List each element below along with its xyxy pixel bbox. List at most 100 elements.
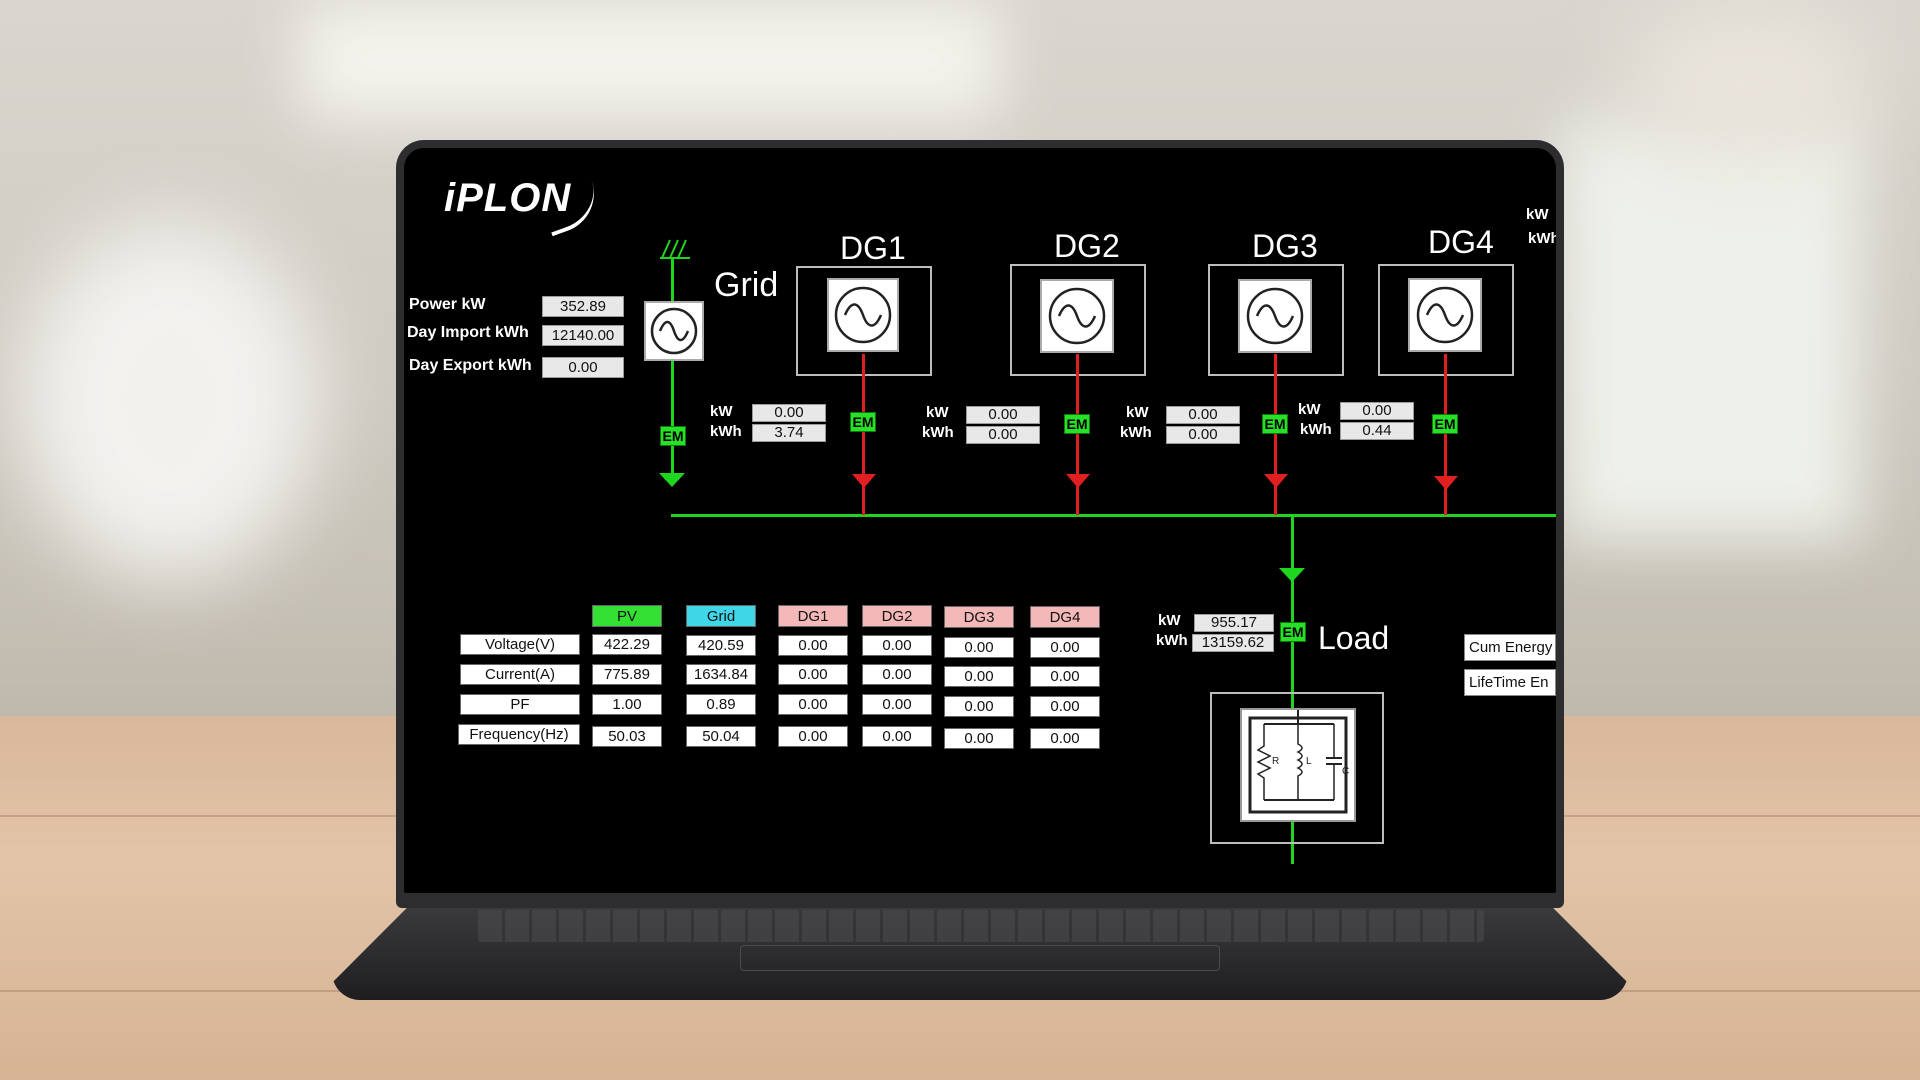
rlc-label-l: L — [1306, 756, 1312, 767]
col-header-dg3: DG3 — [944, 606, 1014, 628]
table-cell: 0.00 — [944, 666, 1014, 687]
table-cell: 0.00 — [1030, 696, 1100, 717]
dg3-kwh-label: kWh — [1120, 424, 1152, 441]
grid-tower-icon — [660, 239, 690, 259]
grid-title: Grid — [714, 266, 779, 304]
lifetime-energy-button[interactable]: LifeTime En — [1464, 669, 1556, 696]
background-blur — [20, 220, 320, 580]
grid-feeder-line — [671, 258, 674, 474]
dg4-kw-value: 0.00 — [1340, 402, 1414, 420]
grid-export-label: Day Export kWh — [409, 357, 532, 374]
table-cell: 50.03 — [592, 726, 662, 747]
dg2-kwh-value: 0.00 — [966, 426, 1040, 444]
dg2-kw-value: 0.00 — [966, 406, 1040, 424]
dg1-generator-symbol — [827, 278, 899, 352]
load-frame — [1210, 692, 1384, 844]
dg2-title: DG2 — [1054, 228, 1120, 264]
dg4-kwh-value: 0.44 — [1340, 422, 1414, 440]
dg4-title: DG4 — [1428, 224, 1494, 260]
table-cell: 0.00 — [862, 694, 932, 715]
laptop-keyboard — [478, 910, 1484, 942]
table-cell: 0.00 — [778, 664, 848, 685]
ac-source-icon — [834, 286, 892, 344]
dg3-feeder-line — [1274, 354, 1277, 515]
row-label-frequency: Frequency(Hz) — [458, 724, 580, 745]
col-header-grid: Grid — [686, 605, 756, 627]
scada-screen: iPLON Power kW Day Import kWh Day Export… — [404, 148, 1556, 893]
table-cell: 0.89 — [686, 694, 756, 715]
dg3-kw-value: 0.00 — [1166, 406, 1240, 424]
dg1-feeder-line — [862, 354, 865, 515]
table-cell: 0.00 — [944, 728, 1014, 749]
table-cell: 0.00 — [778, 726, 848, 747]
rlc-load-symbol: R L C — [1240, 708, 1356, 822]
table-cell: 422.29 — [592, 634, 662, 655]
dg2-generator-symbol — [1040, 279, 1114, 353]
main-busbar — [671, 514, 1556, 517]
table-cell: 1.00 — [592, 694, 662, 715]
rlc-label-r: R — [1272, 756, 1280, 767]
background-blur — [1620, 0, 1880, 160]
edge-kw-label: kW — [1526, 206, 1549, 223]
table-cell: 0.00 — [778, 635, 848, 656]
grid-import-value: 12140.00 — [542, 325, 624, 346]
grid-source-symbol — [644, 301, 704, 361]
dg1-kwh-label: kWh — [710, 423, 742, 440]
cum-energy-button[interactable]: Cum Energy — [1464, 634, 1556, 661]
background-window — [300, 0, 1000, 120]
row-label-pf: PF — [460, 694, 580, 715]
dg2-direction-arrow — [1066, 474, 1090, 488]
dg4-direction-arrow — [1434, 476, 1458, 490]
load-kwh-label: kWh — [1156, 632, 1188, 649]
table-cell: 0.00 — [862, 635, 932, 656]
background-window — [1560, 120, 1860, 540]
load-kwh-value: 13159.62 — [1192, 634, 1274, 652]
table-cell: 0.00 — [862, 726, 932, 747]
dg1-kwh-value: 3.74 — [752, 424, 826, 442]
dg1-direction-arrow — [852, 474, 876, 488]
rlc-label-c: C — [1342, 766, 1350, 777]
load-title: Load — [1318, 620, 1390, 656]
edge-kwh-label: kWh — [1528, 230, 1556, 247]
ac-source-icon — [1246, 287, 1304, 345]
dg3-energy-meter: EM — [1262, 414, 1288, 434]
table-cell: 1634.84 — [686, 664, 756, 685]
dg1-kw-label: kW — [710, 403, 733, 420]
table-cell: 0.00 — [1030, 728, 1100, 749]
row-label-current: Current(A) — [460, 664, 580, 685]
dg3-kwh-value: 0.00 — [1166, 426, 1240, 444]
laptop-trackpad — [740, 945, 1220, 971]
load-direction-arrow — [1279, 568, 1305, 582]
load-feeder-line — [1291, 514, 1294, 864]
table-cell: 0.00 — [1030, 637, 1100, 658]
table-cell: 0.00 — [862, 664, 932, 685]
rlc-circuit-icon — [1248, 710, 1348, 814]
iplon-logo: iPLON — [444, 176, 572, 220]
row-label-voltage: Voltage(V) — [460, 634, 580, 655]
dg2-kwh-label: kWh — [922, 424, 954, 441]
col-header-dg4: DG4 — [1030, 606, 1100, 628]
dg4-kw-label: kW — [1298, 401, 1321, 418]
load-energy-meter: EM — [1280, 622, 1306, 642]
dg3-title: DG3 — [1252, 228, 1318, 264]
col-header-dg1: DG1 — [778, 605, 848, 627]
table-cell: 420.59 — [686, 635, 756, 656]
dg1-energy-meter: EM — [850, 412, 876, 432]
dg4-feeder-line — [1444, 354, 1447, 515]
load-kw-label: kW — [1158, 612, 1181, 629]
dg4-energy-meter: EM — [1432, 414, 1458, 434]
dg4-generator-symbol — [1408, 278, 1482, 352]
dg2-energy-meter: EM — [1064, 414, 1090, 434]
col-header-pv: PV — [592, 605, 662, 627]
dg1-title: DG1 — [840, 230, 906, 266]
load-kw-value: 955.17 — [1194, 614, 1274, 632]
grid-power-value: 352.89 — [542, 296, 624, 317]
table-cell: 50.04 — [686, 726, 756, 747]
ac-source-icon — [1416, 286, 1474, 344]
dg2-kw-label: kW — [926, 404, 949, 421]
table-cell: 0.00 — [944, 696, 1014, 717]
col-header-dg2: DG2 — [862, 605, 932, 627]
table-cell: 0.00 — [1030, 666, 1100, 687]
table-cell: 0.00 — [944, 637, 1014, 658]
ac-source-icon — [1048, 287, 1106, 345]
